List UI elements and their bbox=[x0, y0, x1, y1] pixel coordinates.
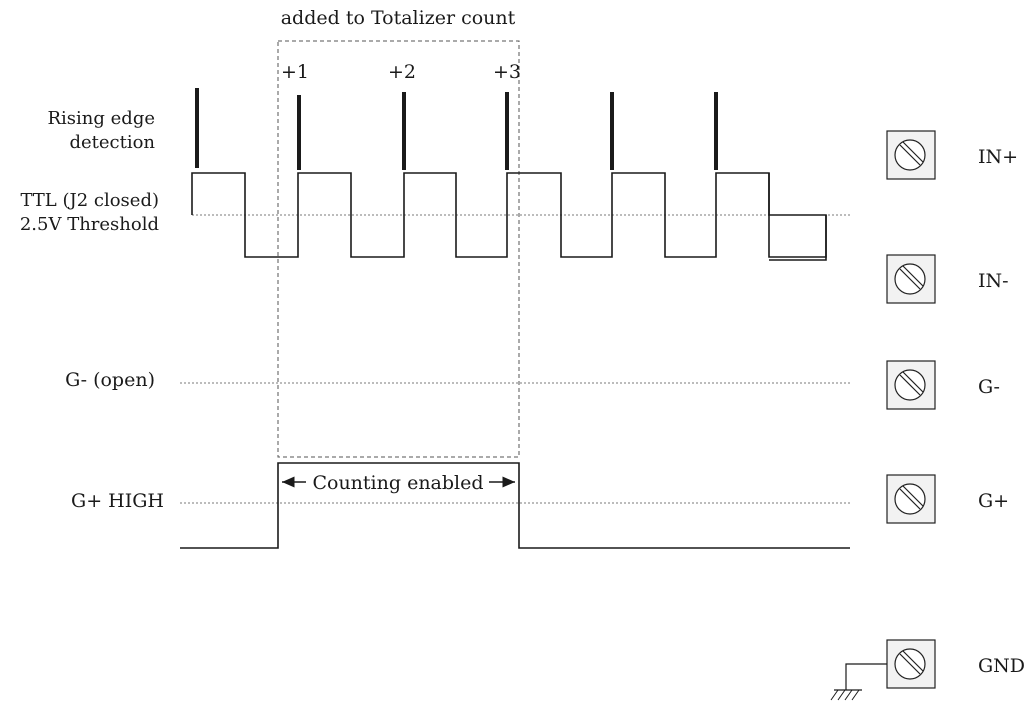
ttl-waveform-tail bbox=[768, 173, 827, 258]
ground-icon bbox=[830, 663, 887, 701]
terminal-in-plus bbox=[886, 130, 936, 180]
terminal-label-in-plus: IN+ bbox=[978, 146, 1018, 168]
counting-enabled-label-bg bbox=[306, 470, 489, 494]
counting-enabled-label: Counting enabled bbox=[312, 472, 483, 494]
terminal-label-in-minus: IN- bbox=[978, 270, 1009, 292]
terminal-label-g-plus: G+ bbox=[978, 490, 1009, 512]
ttl-label-line2: 2.5V Threshold bbox=[20, 214, 159, 235]
count-label-2: +2 bbox=[388, 61, 416, 83]
terminal-in-minus bbox=[886, 254, 936, 304]
count-label-3: +3 bbox=[493, 61, 521, 83]
ttl-label-line1: TTL (J2 closed) bbox=[20, 190, 159, 211]
g-plus-label: G+ HIGH bbox=[71, 490, 164, 512]
counting-window-box bbox=[277, 40, 520, 458]
terminal-label-gnd: GND bbox=[978, 655, 1025, 677]
terminal-gnd bbox=[886, 639, 936, 689]
rising-edge-label-line1: Rising edge bbox=[48, 108, 156, 129]
ttl-waveform bbox=[191, 172, 827, 261]
g-minus-label: G- (open) bbox=[65, 369, 155, 391]
g-plus-waveform bbox=[180, 462, 850, 549]
rising-edge-label-line2: detection bbox=[69, 132, 155, 153]
count-label-1: +1 bbox=[281, 61, 309, 83]
totalizer-count-label: added to Totalizer count bbox=[281, 7, 516, 29]
terminal-g-minus bbox=[886, 360, 936, 410]
terminal-g-plus bbox=[886, 474, 936, 524]
terminal-label-g-minus: G- bbox=[978, 376, 1000, 398]
